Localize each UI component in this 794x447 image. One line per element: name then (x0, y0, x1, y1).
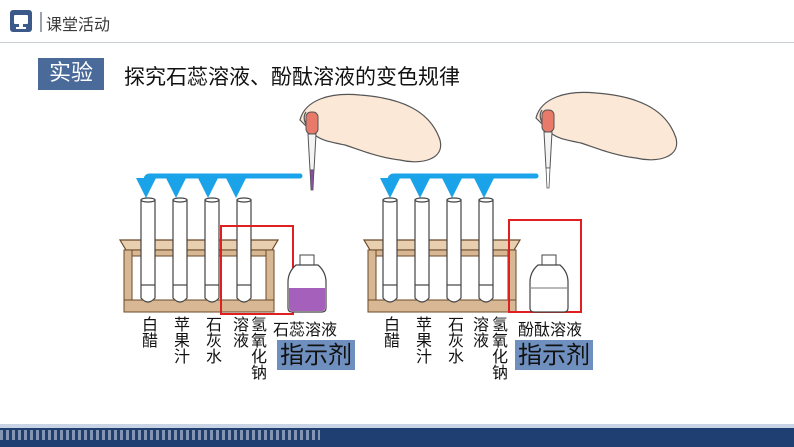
left-setup (118, 93, 442, 315)
right-tube-label-limewater: 石灰水 (445, 316, 464, 364)
left-drop-arrows (136, 173, 303, 198)
footer-stripes (0, 430, 320, 440)
presentation-icon (10, 10, 32, 32)
right-setup (362, 91, 678, 313)
right-indicator-label: 指示剂 (515, 340, 593, 370)
left-tube-label-solution: 溶液 (230, 316, 249, 348)
left-indicator-bottle (287, 254, 327, 313)
right-test-tubes (382, 197, 494, 303)
right-dropper-icon (541, 109, 555, 189)
right-tube-label-solution: 溶液 (470, 316, 489, 348)
left-bottle-label: 石蕊溶液 (273, 320, 338, 339)
footer-bar (0, 428, 794, 447)
header: 课堂活动 (0, 0, 794, 44)
left-dropper-icon (305, 111, 319, 191)
header-underline (0, 42, 794, 43)
right-tube-label-apple-juice: 苹果汁 (413, 316, 432, 364)
left-tube-label-limewater: 石灰水 (203, 316, 222, 364)
experiment-badge: 实验 (38, 58, 104, 90)
left-indicator-label: 指示剂 (277, 340, 355, 370)
left-tube-label-naoh: 氢氧化钠 (248, 316, 267, 380)
header-title: 课堂活动 (46, 15, 111, 34)
footer-accent-line (0, 424, 794, 428)
left-tube-label-apple-juice: 苹果汁 (171, 316, 190, 364)
left-tube-label-vinegar: 白醋 (139, 316, 158, 348)
experiment-title: 探究石蕊溶液、酚酞溶液的变色规律 (124, 65, 460, 89)
right-hand-icon (535, 91, 678, 161)
right-tube-label-naoh: 氢氧化钠 (489, 316, 508, 380)
right-bottle-label: 酚酞溶液 (518, 320, 583, 339)
right-indicator-bottle (529, 254, 569, 313)
right-drop-arrows (380, 173, 539, 198)
right-tube-label-vinegar: 白醋 (381, 316, 400, 348)
left-hand-icon (299, 93, 442, 163)
header-divider (40, 12, 42, 32)
